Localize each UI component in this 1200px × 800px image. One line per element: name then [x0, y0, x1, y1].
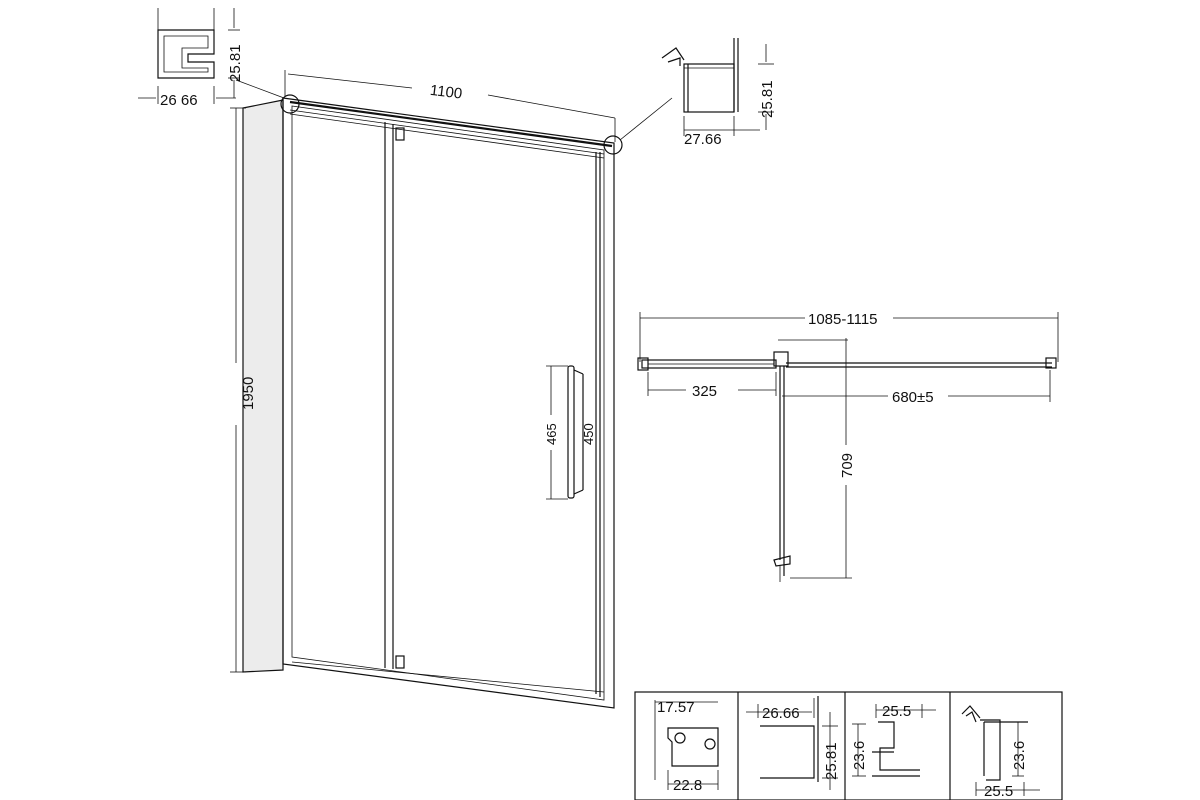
p2-side-label: 25.81	[823, 742, 840, 780]
dim-height-label: 1950	[240, 377, 257, 410]
wall-left	[242, 99, 284, 673]
p3-side-label: 23.6	[851, 741, 868, 770]
plan-door-label: 680±5	[892, 389, 934, 406]
plan-swing-label: 709	[839, 453, 856, 478]
p3-top-label: 25.5	[882, 703, 911, 720]
top-rail-lower-2	[289, 113, 605, 159]
p2-top-label: 26.66	[762, 705, 800, 722]
tr-width-label: 27.66	[684, 131, 722, 148]
top-rail	[289, 100, 613, 148]
profile-cell-3: 25.5 23.6	[851, 703, 936, 777]
door-inner-frame	[291, 105, 605, 701]
p4-side-label: 23.6	[1011, 741, 1028, 770]
plan-fixed-label: 325	[692, 383, 717, 400]
top-pivot	[395, 127, 405, 141]
profile-cell-4: 23.6 25.5	[961, 705, 1040, 800]
front-elevation: 1100 1950 465 450	[230, 70, 673, 709]
tl-height-label: 25.81	[227, 44, 244, 82]
dim-handle-outer-label: 465	[544, 423, 559, 445]
dim-handle-inner-label: 450	[581, 423, 596, 445]
bottom-rail	[291, 661, 605, 693]
profile-cell-1: 17.57 22.8	[654, 699, 719, 794]
detail-circle-left	[280, 94, 300, 114]
dim-width-label: 1100	[429, 82, 463, 103]
detail-circle-right	[603, 135, 623, 155]
profile-table: 17.57 22.8 26.66 25.81 25	[634, 691, 1063, 800]
p1-bottom-label: 22.8	[673, 777, 702, 794]
leader-left	[235, 79, 285, 99]
profile-cell-2: 26.66 25.81	[746, 696, 840, 790]
bottom-pivot	[395, 655, 405, 669]
p4-bottom-label: 25.5	[984, 783, 1013, 800]
leader-right	[619, 97, 673, 141]
p1-top-label: 17.57	[657, 699, 695, 716]
tl-width-label: 26 66	[160, 92, 198, 109]
tr-height-label: 25.81	[759, 80, 776, 118]
top-left-profile-detail: 25.81 26 66	[138, 8, 244, 109]
plan-view: 1085-1115 325 680±5 709	[637, 311, 1059, 582]
dim-width-line-l	[287, 73, 413, 89]
top-rail-lower	[289, 109, 605, 155]
plan-total-label: 1085-1115	[808, 311, 878, 328]
top-right-profile-detail: 25.81 27.66	[661, 38, 776, 148]
door-outer-frame	[282, 97, 615, 709]
dim-width-line-r	[487, 94, 616, 119]
